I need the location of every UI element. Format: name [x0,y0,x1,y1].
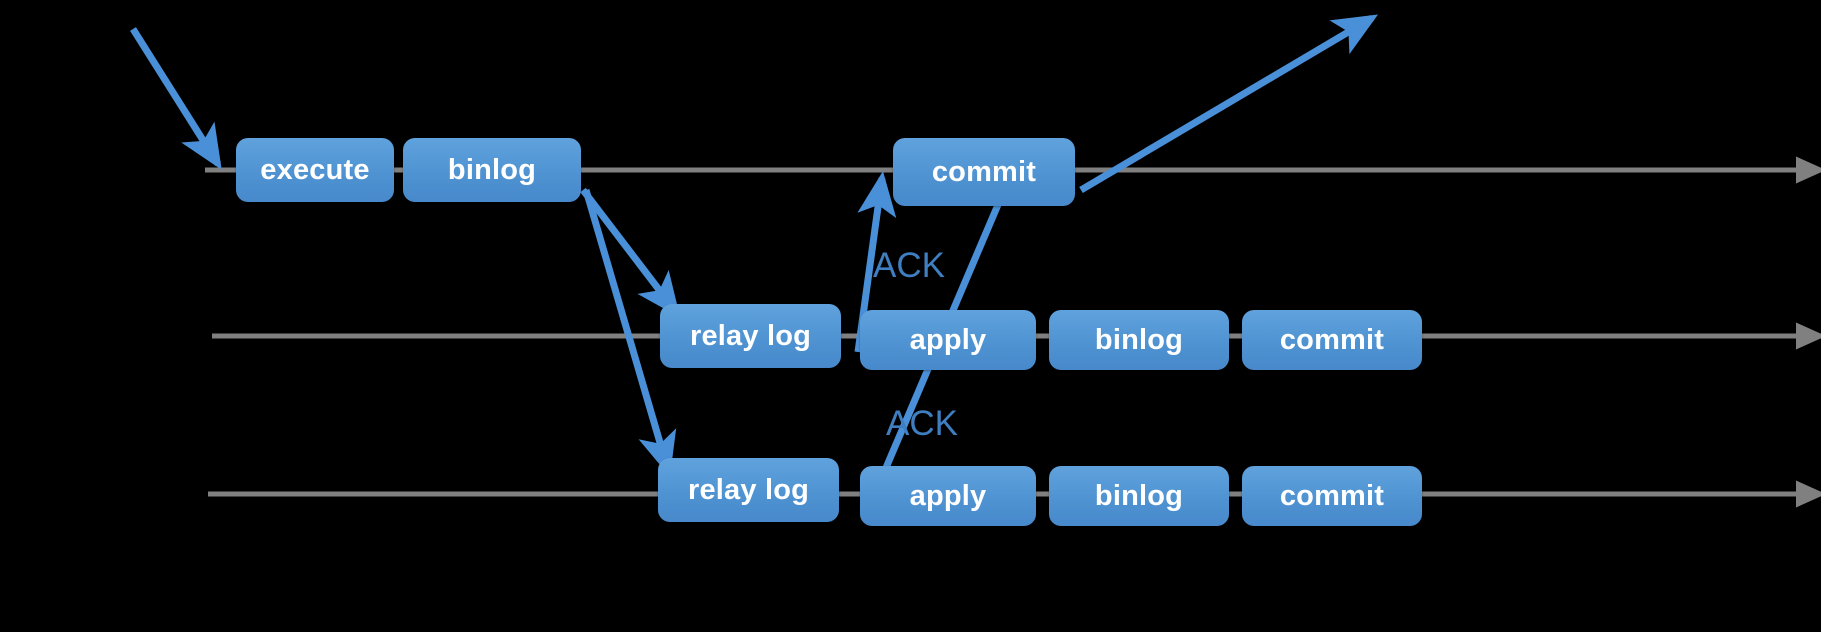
node-replica-2-relay-log[interactable]: relay log [658,458,839,522]
client-response-arrow [1079,14,1379,194]
ack-label-replica-1: ACK [873,246,945,285]
ack-label-replica-2: ACK [886,404,958,443]
node-master-binlog[interactable]: binlog [403,138,581,202]
binlog-to-replica-1-arrow [580,187,681,318]
node-replica-2-commit[interactable]: commit [1242,466,1422,526]
node-replica-1-apply[interactable]: apply [860,310,1036,370]
node-replica-1-commit[interactable]: commit [1242,310,1422,370]
node-replica-1-relay-log[interactable]: relay log [660,304,841,368]
binlog-to-replica-2-arrow [582,189,677,477]
node-replica-2-binlog[interactable]: binlog [1049,466,1229,526]
client-request-arrow [130,27,222,170]
node-replica-2-apply[interactable]: apply [860,466,1036,526]
node-replica-1-binlog[interactable]: binlog [1049,310,1229,370]
node-master-commit[interactable]: commit [893,138,1075,206]
node-master-execute[interactable]: execute [236,138,394,202]
